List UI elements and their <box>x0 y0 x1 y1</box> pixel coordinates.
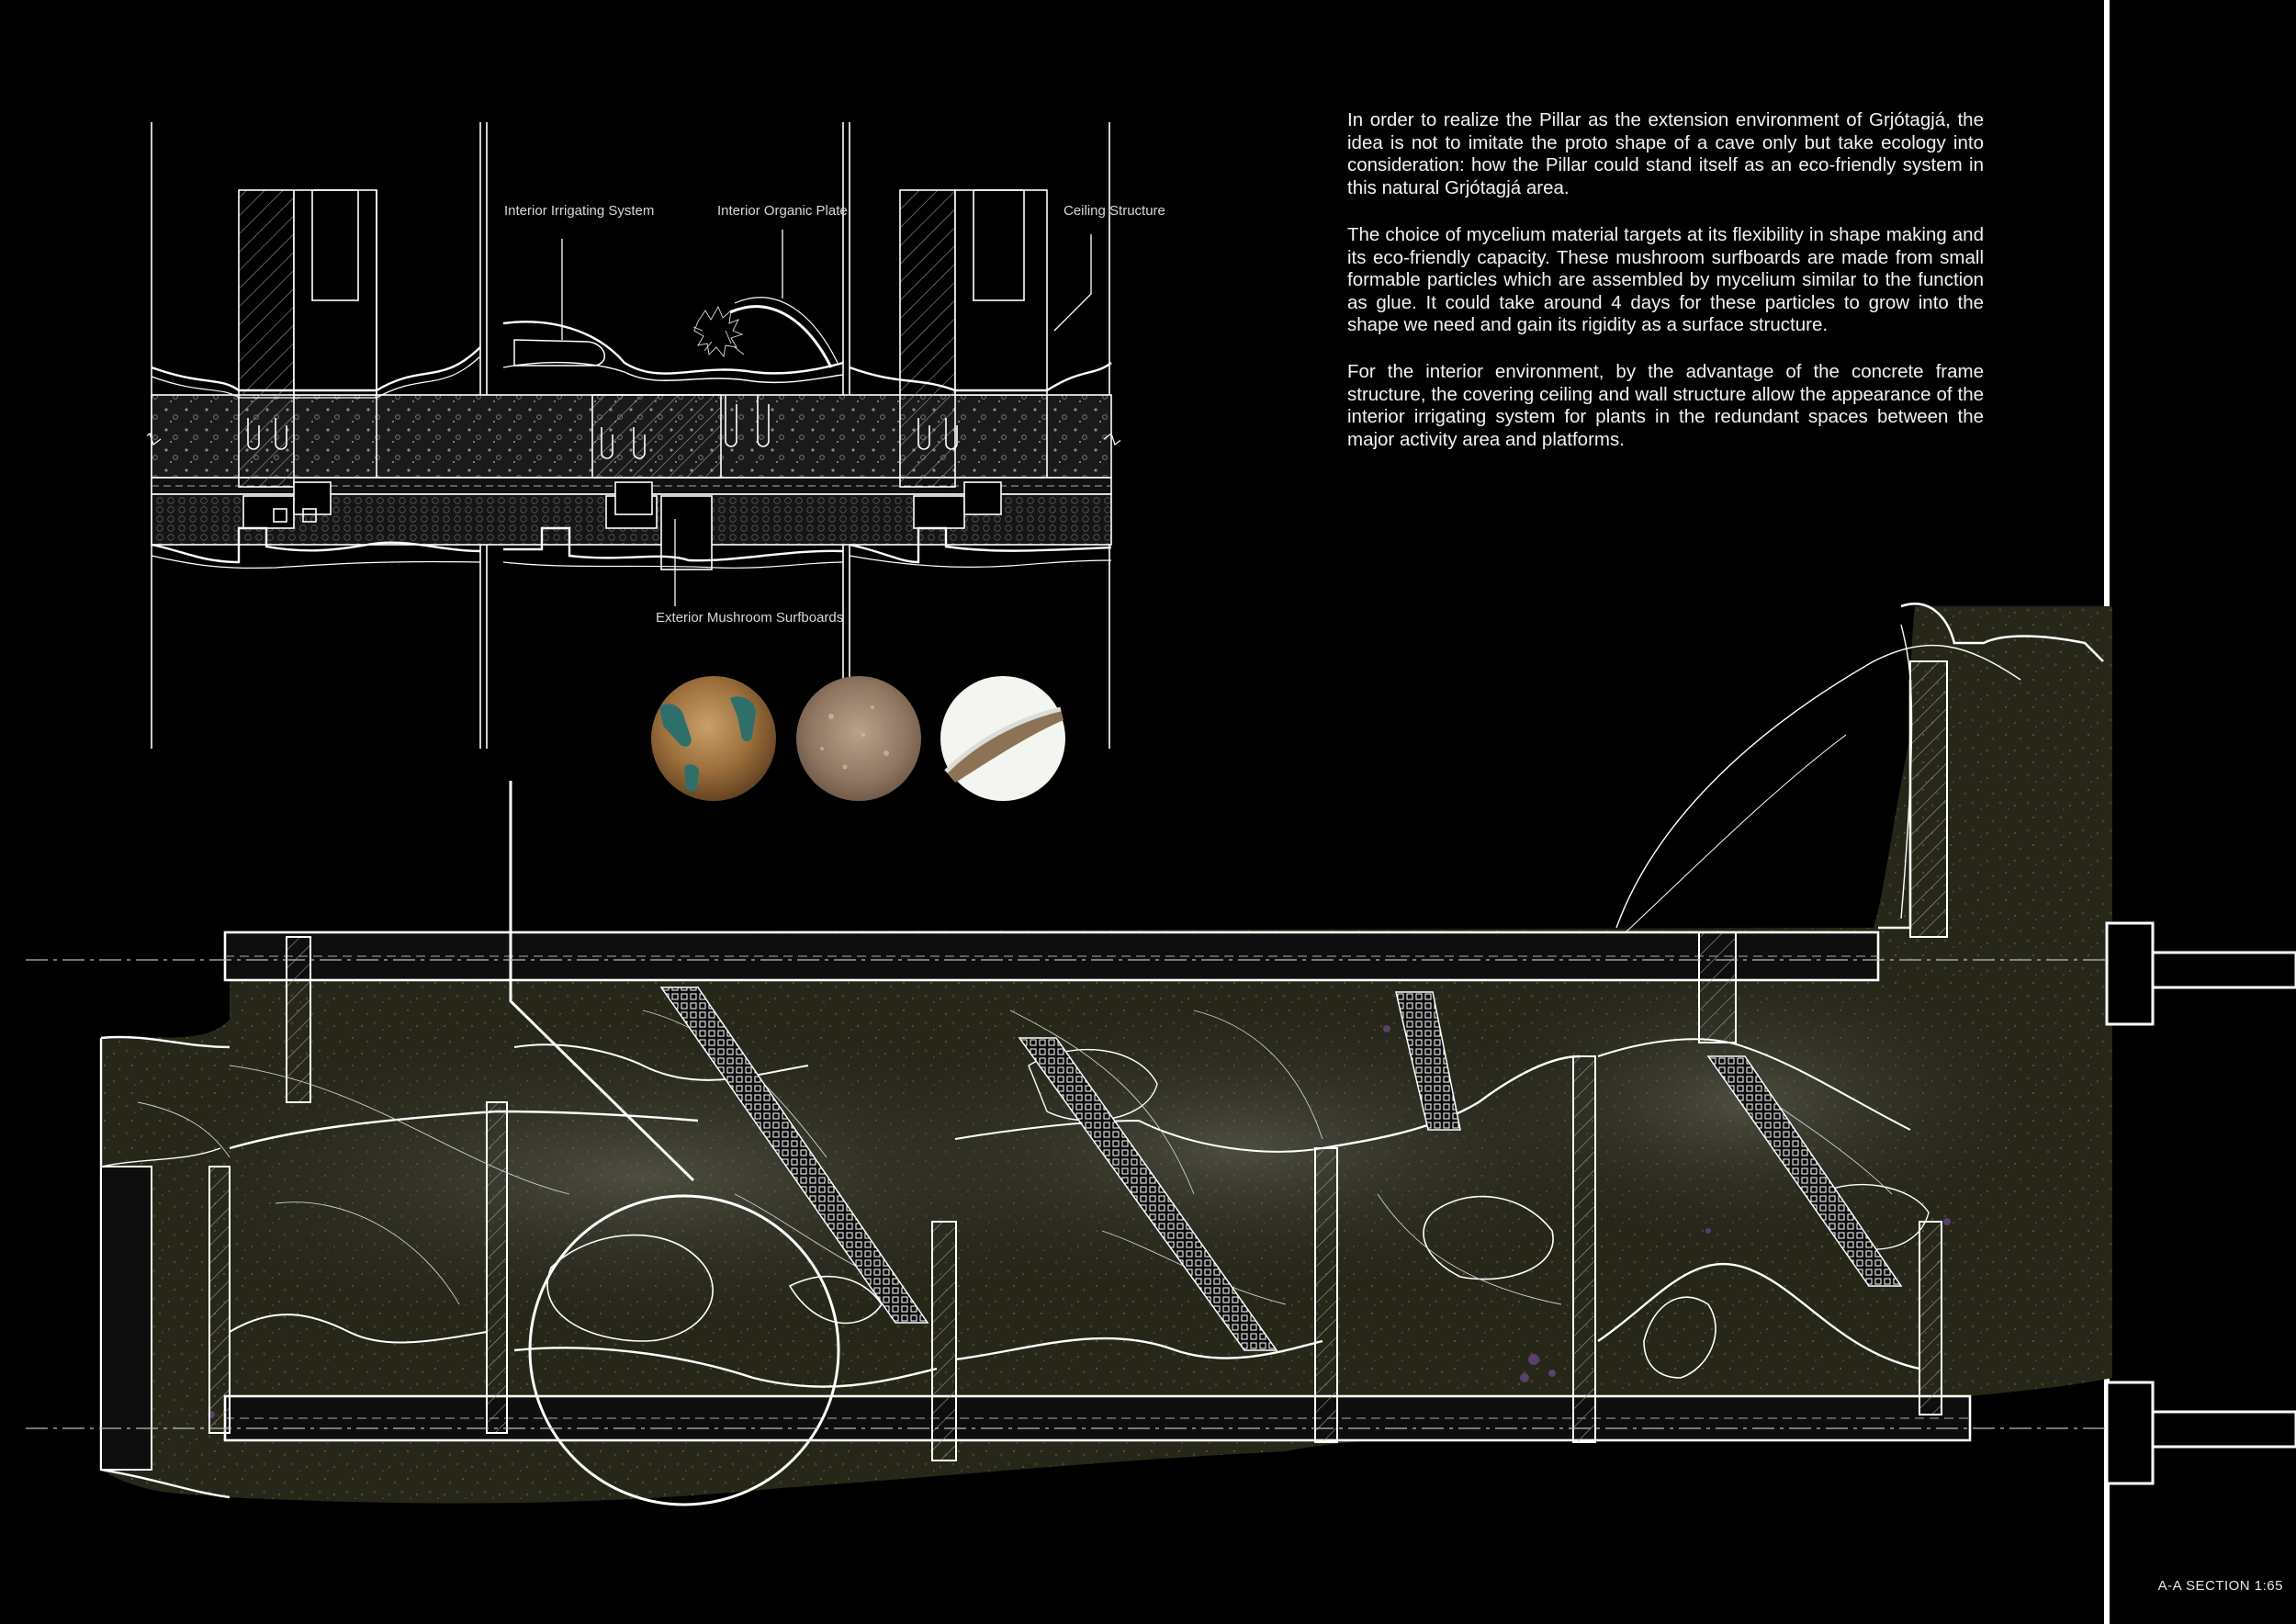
interior-paragraph: For the interior environment, by the adv… <box>1347 361 1984 450</box>
stair-set <box>659 987 1903 1351</box>
section-scale-label: A-A SECTION 1:65 <box>2157 1578 2283 1594</box>
wall-detail-section <box>147 122 1120 749</box>
longitudinal-section <box>26 603 2296 1506</box>
material-samples <box>651 676 1065 801</box>
callout-interior-irrigating: Interior Irrigating System <box>504 203 655 219</box>
callout-ceiling-structure: Ceiling Structure <box>1064 203 1165 219</box>
glove-hands-icon <box>659 696 756 792</box>
detail-callout-circle <box>528 1194 840 1506</box>
sample-mycelium-fibre <box>651 676 776 801</box>
sample-mycelium-particles <box>796 676 921 801</box>
intro-paragraph: In order to realize the Pillar as the ex… <box>1347 109 1984 198</box>
plant-sketch <box>692 305 745 358</box>
material-paragraph: The choice of mycelium material targets … <box>1347 224 1984 335</box>
callout-exterior-surfboards: Exterior Mushroom Surfboards <box>656 610 844 626</box>
callout-interior-organic-plate: Interior Organic Plate <box>717 203 848 219</box>
